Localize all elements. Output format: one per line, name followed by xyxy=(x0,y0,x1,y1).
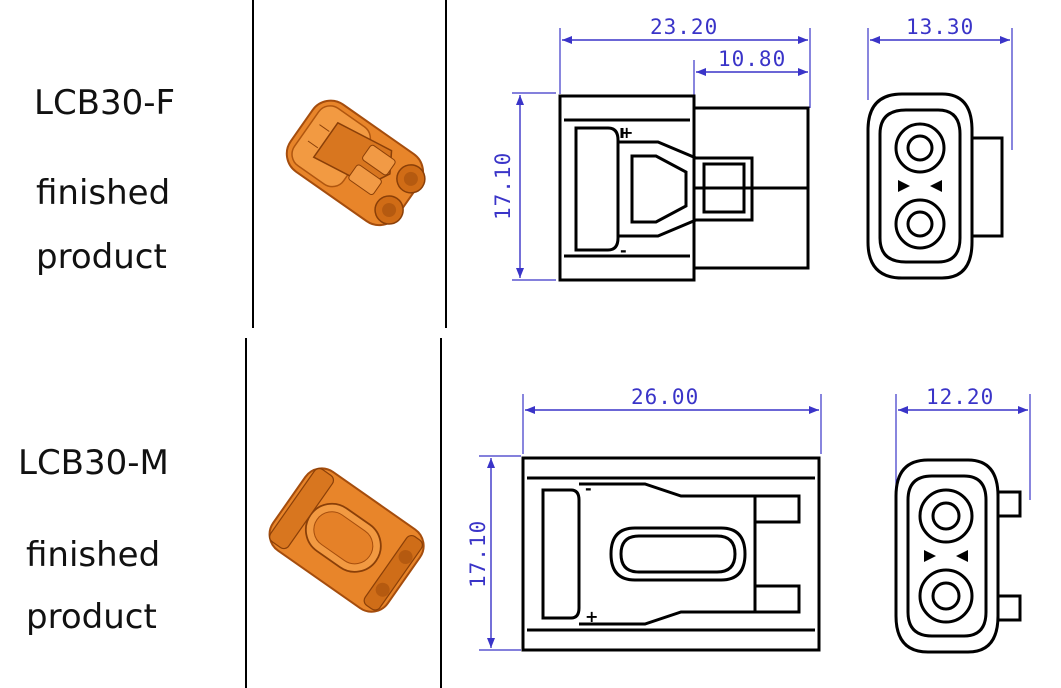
caption-line2-female: product xyxy=(36,237,167,277)
model-name-female: LCB30-F xyxy=(34,83,176,123)
model-name-male: LCB30-M xyxy=(18,443,169,483)
male-connector-photo xyxy=(250,440,436,640)
dim-male-height: 17.10 xyxy=(466,520,490,588)
divider-row2-right xyxy=(440,338,442,688)
female-front-view-drawing: 23.20 10.80 17.10 + - xyxy=(490,10,830,310)
dim-female-length: 23.20 xyxy=(650,15,718,39)
female-connector-photo xyxy=(258,80,444,250)
divider-row2-left xyxy=(245,338,247,688)
divider-row1-left xyxy=(252,0,254,328)
svg-text:+: + xyxy=(585,607,598,626)
dim-female-inner: 10.80 xyxy=(718,47,786,71)
divider-row1-right xyxy=(445,0,447,328)
dim-male-end-width: 12.20 xyxy=(926,385,994,409)
male-front-view-drawing: 26.00 17.10 - + xyxy=(455,380,835,680)
dim-female-end-width: 13.30 xyxy=(906,15,974,39)
caption-line2-male: product xyxy=(26,597,157,637)
caption-line1-male: finished xyxy=(26,535,161,575)
dim-female-height: 17.10 xyxy=(491,152,515,220)
svg-text:-: - xyxy=(620,241,627,260)
dim-male-length: 26.00 xyxy=(631,385,699,409)
male-end-view-drawing: 12.20 xyxy=(880,380,1050,680)
female-end-view-drawing: 13.30 xyxy=(852,10,1032,310)
caption-line1-female: finished xyxy=(36,173,171,213)
svg-text:+: + xyxy=(620,123,633,142)
svg-text:-: - xyxy=(585,479,592,498)
